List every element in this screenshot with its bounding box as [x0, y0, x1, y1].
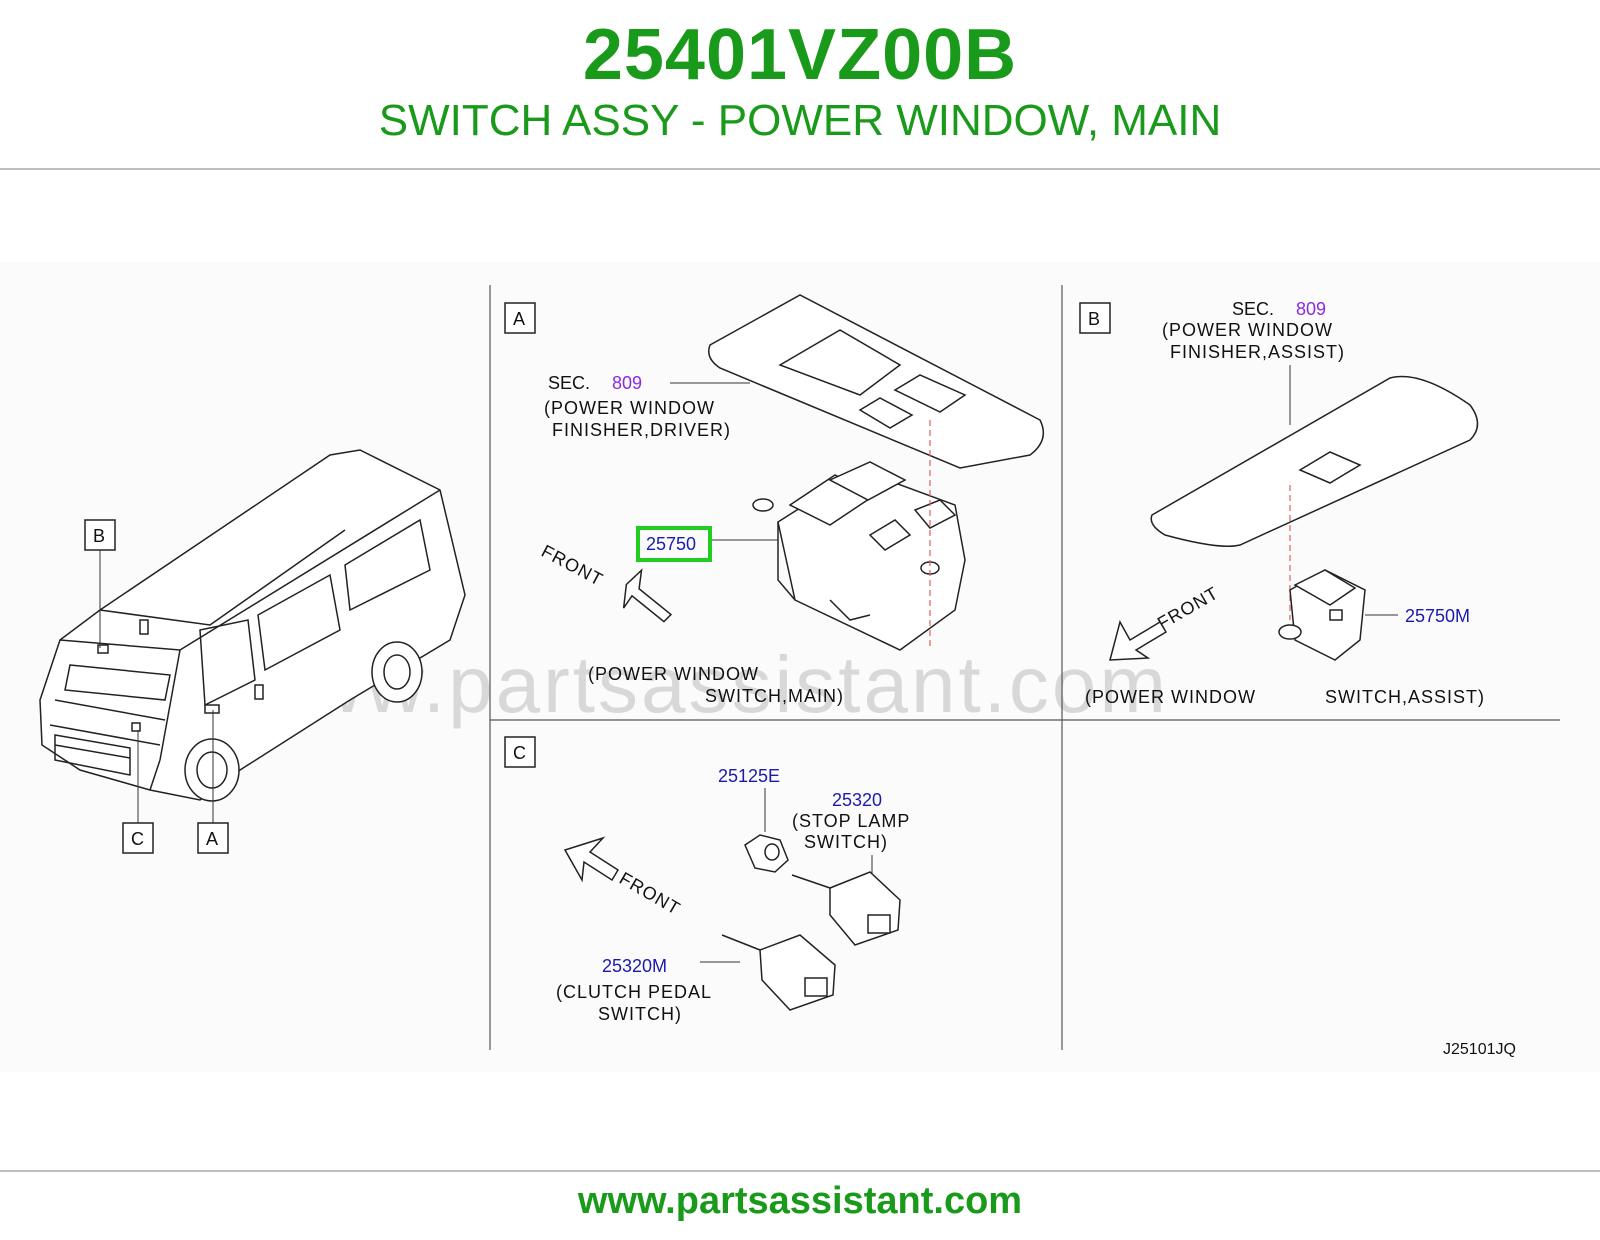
panel-c: C 25125E 25320 (STOP LAMP SWITCH) FRONT … [504, 736, 910, 1024]
van-callout-c: C [122, 730, 154, 854]
panel-a: A SEC. 809 (POWER WINDOW FINISHER,DRIVER… [504, 294, 1045, 706]
panel-b-finisher-line1: (POWER WINDOW [1162, 320, 1333, 340]
van-illustration [39, 449, 466, 802]
panel-a-switch-line1: (POWER WINDOW [588, 664, 759, 684]
panel-c-nut-number[interactable]: 25125E [718, 766, 780, 786]
diagram-code: J25101JQ [1443, 1041, 1516, 1058]
panel-b-tag: B [1088, 309, 1100, 329]
van-callout-a: A [197, 710, 229, 854]
panel-c-tag: C [513, 743, 526, 763]
svg-text:B: B [93, 526, 105, 546]
header-divider [0, 168, 1600, 170]
panel-a-sec-number: 809 [612, 373, 642, 393]
panel-b-switch-line2: SWITCH,ASSIST) [1325, 687, 1485, 707]
highlight-box [636, 526, 712, 562]
panel-b-finisher-line2: FINISHER,ASSIST) [1170, 342, 1345, 362]
panel-a-finisher-line1: (POWER WINDOW [544, 398, 715, 418]
svg-text:A: A [206, 829, 218, 849]
clutch-thread [721, 934, 761, 951]
panel-c-clutch-line1: (CLUTCH PEDAL [556, 982, 712, 1002]
panel-b-sec-label: SEC. [1232, 299, 1274, 319]
footer-url-link[interactable]: www.partsassistant.com [577, 1180, 1023, 1222]
panel-c-clutch-line2: SWITCH) [598, 1004, 682, 1024]
panel-b-sec-number: 809 [1296, 299, 1326, 319]
part-number-title: 25401VZ00B [582, 15, 1018, 95]
panel-a-sec-label: SEC. [548, 373, 590, 393]
nut-part [744, 834, 789, 873]
stop-lamp-thread [791, 874, 831, 889]
panel-a-part-number[interactable]: 25750 [646, 534, 696, 554]
panel-b: B SEC. 809 (POWER WINDOW FINISHER,ASSIST… [1079, 299, 1485, 707]
footer-divider [0, 1170, 1600, 1172]
panel-c-front-label: FRONT [616, 868, 684, 919]
stop-lamp-switch [829, 871, 901, 946]
panel-a-tag-box [504, 302, 536, 334]
panel-c-stop-number[interactable]: 25320 [832, 790, 882, 810]
panel-a-front-label: FRONT [538, 541, 607, 590]
panel-c-clutch-number[interactable]: 25320M [602, 956, 667, 976]
panel-b-front-label: FRONT [1154, 583, 1222, 634]
panel-c-front-arrow [563, 836, 620, 883]
panel-b-tag-box [1079, 302, 1111, 334]
panel-a-switch-line2: SWITCH,MAIN) [705, 686, 844, 706]
part-description: SWITCH ASSY - POWER WINDOW, MAIN [378, 96, 1222, 145]
panel-a-front-arrow [622, 568, 673, 623]
panel-b-part-number[interactable]: 25750M [1405, 606, 1470, 626]
panel-c-stop-line2: SWITCH) [804, 832, 888, 852]
panel-c-stop-line1: (STOP LAMP [792, 811, 910, 831]
panel-a-tag: A [513, 309, 525, 329]
svg-text:C: C [131, 829, 144, 849]
panel-b-front-arrow [1109, 620, 1168, 661]
panel-a-finisher-line2: FINISHER,DRIVER) [552, 420, 731, 440]
clutch-pedal-switch [759, 934, 836, 1011]
panel-c-tag-box [504, 736, 536, 768]
panel-b-switch-line1: (POWER WINDOW [1085, 687, 1256, 707]
finisher-driver [708, 294, 1045, 469]
van-callout-b: B [84, 519, 116, 648]
